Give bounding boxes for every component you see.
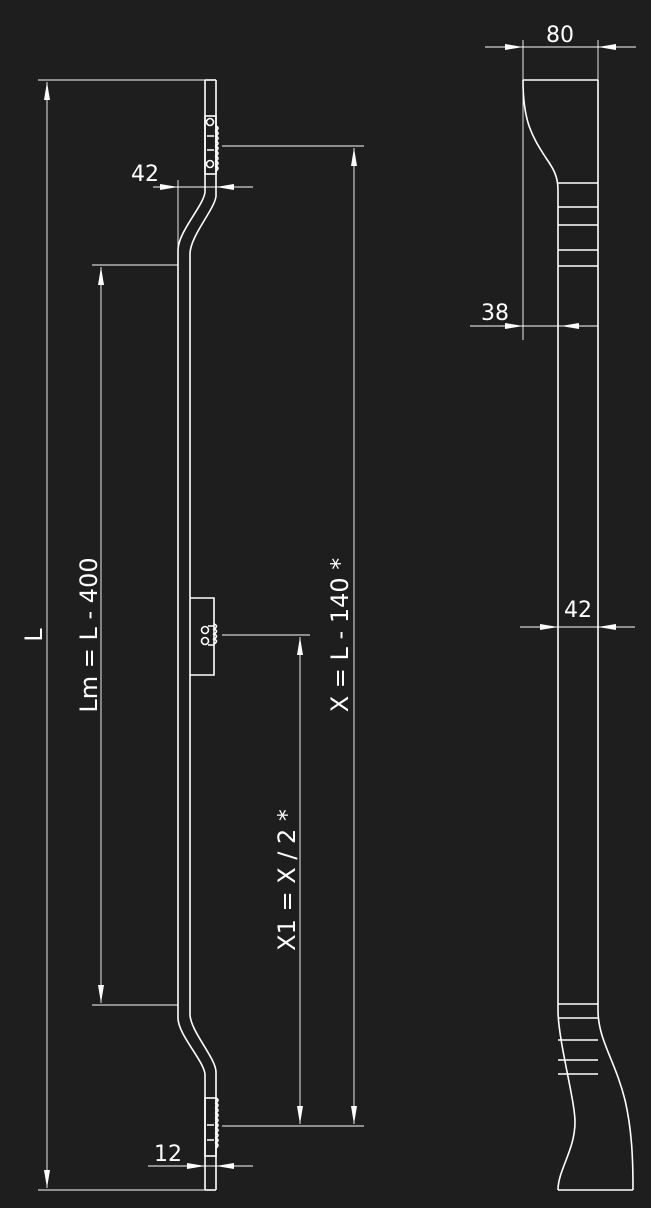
dimension-shaft-42: 42 <box>520 598 635 630</box>
dimension-X1-label: X1 = X / 2 * <box>273 809 301 951</box>
dimension-neck-38-label: 38 <box>481 301 509 326</box>
dimension-L-label: L <box>20 628 48 642</box>
dimension-thickness-12-label: 12 <box>154 1142 182 1167</box>
dimension-head-80-label: 80 <box>546 23 574 48</box>
front-view: 80 38 42 <box>470 23 636 1191</box>
dimension-shaft-42-label: 42 <box>564 598 592 623</box>
dimension-head-80: 80 <box>485 23 636 80</box>
bottom-fastener <box>204 1097 219 1157</box>
dimension-L: L <box>20 79 205 1191</box>
dimension-neck-38: 38 <box>470 80 598 340</box>
side-view: L Lm = L - 400 X = L - 140 * X1 = X <box>20 79 364 1191</box>
dimension-X: X = L - 140 * <box>222 145 364 1127</box>
dimension-X1: X1 = X / 2 * <box>222 634 310 1124</box>
dimension-Lm-label: Lm = L - 400 <box>75 557 103 712</box>
middle-fastener <box>200 623 218 646</box>
top-fastener <box>204 115 219 175</box>
dimension-offset-42-label: 42 <box>131 162 159 187</box>
dimension-X-label: X = L - 140 * <box>326 558 354 713</box>
rod-side-outline <box>177 79 217 1191</box>
dimension-thickness-12: 12 <box>148 1142 253 1169</box>
rod-front-outline <box>522 79 634 1191</box>
dimension-offset-42: 42 <box>131 162 253 250</box>
dimension-Lm: Lm = L - 400 <box>75 264 178 1006</box>
